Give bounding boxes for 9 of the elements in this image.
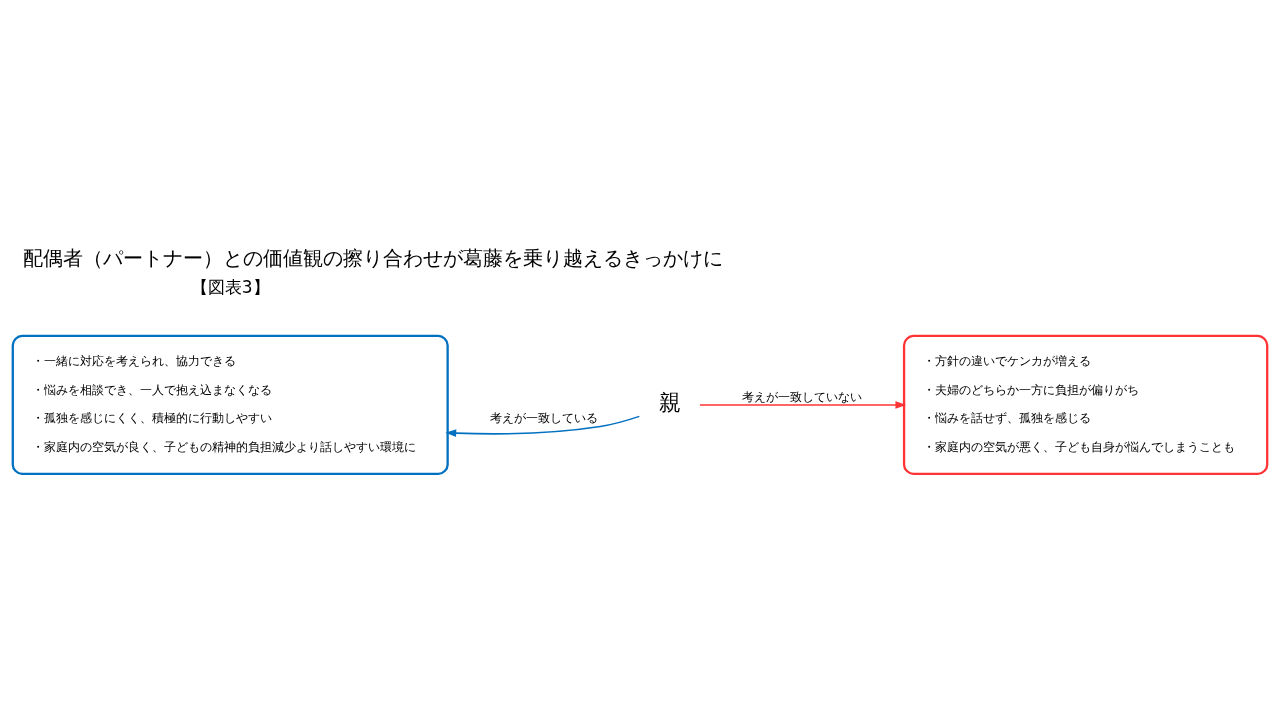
arrow bbox=[699, 401, 907, 409]
edge-label: 考えが一致している bbox=[489, 411, 598, 426]
diagram-title: 配偶者（パートナー）との価値観の擦り合わせが葛藤を乗り越えるきっかけに bbox=[23, 246, 724, 271]
node-box: ・一緒に対応を考えられ、協力できる ・悩みを相談でき、一人で抱え込まなくなる ・孤独を感じにくく、積極的に行動しやすい ・家庭内の空気が良く、子どもの精神的負担減少より話しやすい環境に bbox=[11, 334, 449, 476]
node-text: 親 bbox=[658, 390, 681, 416]
edge-label: 考えが一致していない bbox=[741, 389, 862, 404]
node-box: ・方針の違いでケンカが増える ・夫婦のどちらか一方に負担が偏りがち ・悩みを話せず、孤独を感じる ・家庭内の空気が悪く、子ども自身が悩んでしまうことも bbox=[902, 334, 1269, 476]
arrow bbox=[445, 415, 641, 437]
label: 【図表3】 bbox=[190, 276, 270, 297]
